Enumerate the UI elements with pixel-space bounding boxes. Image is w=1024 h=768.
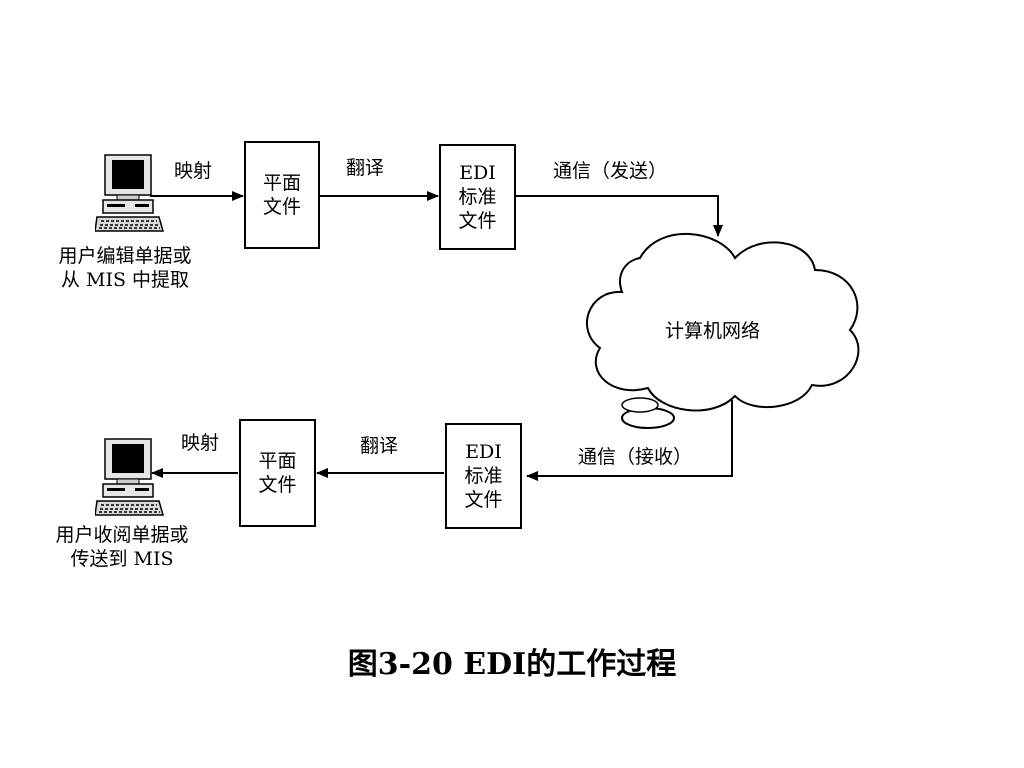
flat-file-box-top: 平面 文件 (244, 141, 320, 249)
arrow-network-to-edi (526, 400, 733, 481)
network-label: 计算机网络 (665, 320, 761, 342)
flat-file-box-bottom: 平面 文件 (239, 419, 316, 527)
figure-title: 图3-20 EDI的工作过程 (347, 647, 677, 682)
translate-label-bottom: 翻译 (360, 435, 399, 457)
translate-label-top: 翻译 (346, 157, 385, 179)
map-label-top: 映射 (174, 160, 213, 182)
desktop-computer-icon (95, 154, 164, 232)
send-label: 通信（发送） (553, 160, 668, 182)
cloud-network-icon (585, 233, 860, 429)
user-receive-caption: 用户收阅单据或 传送到 MIS (55, 524, 189, 570)
edi-standard-file-box-top: EDI 标准 文件 (439, 144, 516, 250)
receive-label: 通信（接收） (578, 446, 693, 468)
arrow-edi-to-network (516, 195, 723, 237)
map-label-bottom: 映射 (181, 432, 220, 454)
desktop-computer-icon (95, 438, 164, 516)
edi-standard-file-box-bottom: EDI 标准 文件 (445, 423, 522, 529)
user-edit-caption: 用户编辑单据或 从 MIS 中提取 (58, 245, 192, 291)
